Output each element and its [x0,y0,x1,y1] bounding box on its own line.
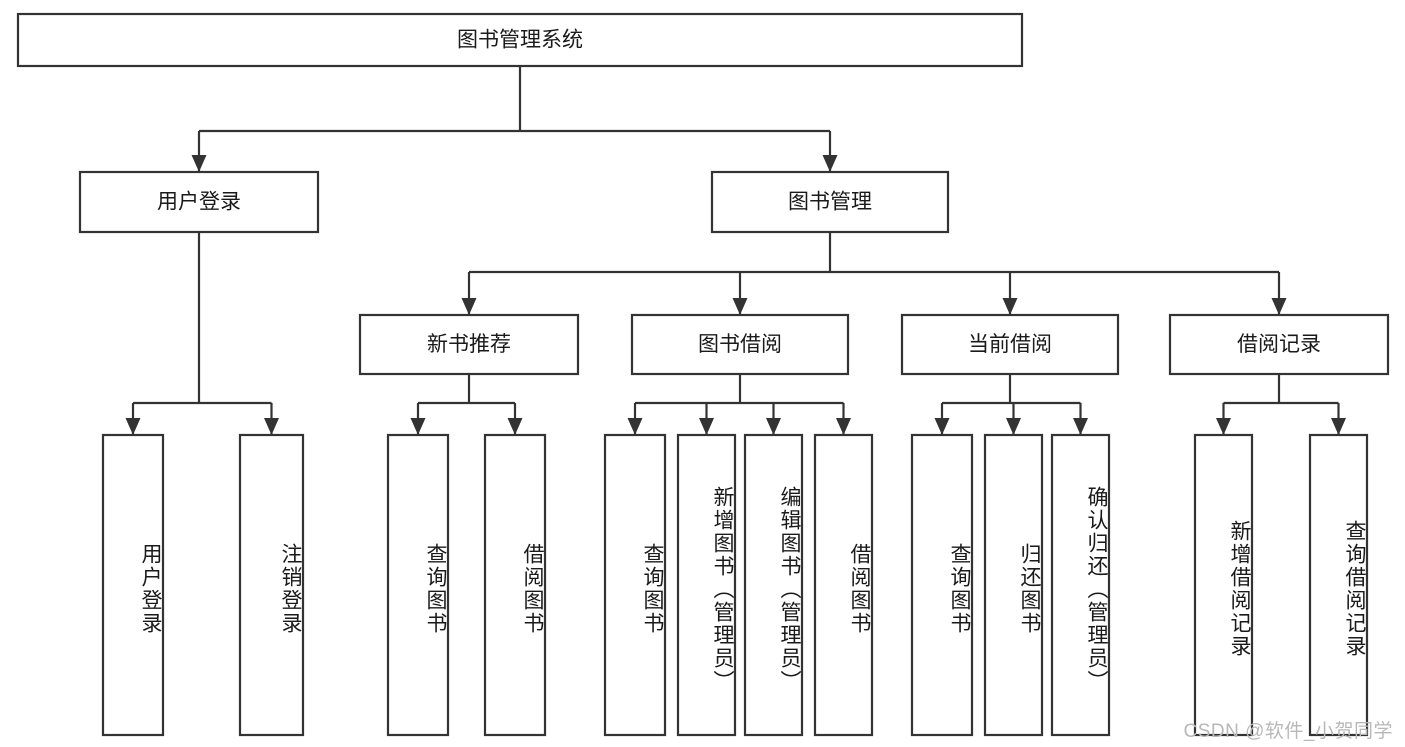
csdn-watermark: CSDN @软件_小贺同学 [1183,721,1393,742]
arrow-head-icon [732,298,748,315]
node-box-current-borrow[interactable] [900,313,1120,376]
node-label-borrow-record: 借阅记录 [1237,333,1321,356]
node-box-leaf-query-book-cur[interactable] [910,433,974,737]
node-box-leaf-add-book[interactable] [676,433,737,737]
node-label-new-book-recommend: 新书推荐 [427,333,511,356]
arrow-head-icon [822,155,838,172]
node-box-leaf-query-book-rec[interactable] [386,433,450,737]
arrow-head-icon [934,418,950,435]
node-box-borrow-record[interactable] [1168,313,1390,376]
node-box-book-borrow[interactable] [630,313,850,376]
node-box-leaf-confirm-return[interactable] [1050,433,1111,737]
arrow-head-icon [1216,418,1231,435]
arrow-head-icon [1002,298,1018,315]
node-box-leaf-user-logout[interactable] [238,433,305,737]
node-box-leaf-borrow-book-brw[interactable] [813,433,874,737]
arrow-head-icon [264,418,279,435]
arrow-head-icon [410,418,426,435]
node-box-layer [16,12,1390,737]
arrow-head-icon [1271,298,1287,315]
connector-layer [125,66,1346,435]
arrow-head-icon [1331,418,1346,435]
node-box-book-management[interactable] [710,170,950,234]
arrow-head-icon [125,418,141,435]
arrow-head-icon [191,155,207,172]
node-box-user-login[interactable] [78,170,320,234]
node-box-root[interactable] [16,12,1024,68]
arrow-head-icon [1073,418,1088,435]
arrow-head-icon [1006,418,1021,435]
node-box-leaf-return-book[interactable] [983,433,1044,737]
node-label-root: 图书管理系统 [457,29,583,52]
node-label-book-borrow: 图书借阅 [698,333,782,356]
node-box-leaf-user-login[interactable] [101,433,165,737]
node-label-book-management: 图书管理 [788,191,872,214]
node-box-new-book-recommend[interactable] [358,313,580,376]
node-label-user-login: 用户登录 [157,191,241,214]
arrow-head-icon [836,418,851,435]
node-label-current-borrow: 当前借阅 [968,333,1052,356]
arrow-head-icon [461,298,477,315]
arrow-head-icon [627,418,643,435]
arrow-head-icon [507,418,523,435]
node-box-leaf-borrow-book-rec[interactable] [483,433,547,737]
arrow-head-icon [699,418,714,435]
node-box-leaf-edit-book[interactable] [743,433,804,737]
node-box-leaf-query-book-brw[interactable] [603,433,667,737]
node-box-leaf-query-record[interactable] [1308,433,1369,737]
arrow-head-icon [766,418,781,435]
node-box-leaf-add-record[interactable] [1193,433,1254,737]
